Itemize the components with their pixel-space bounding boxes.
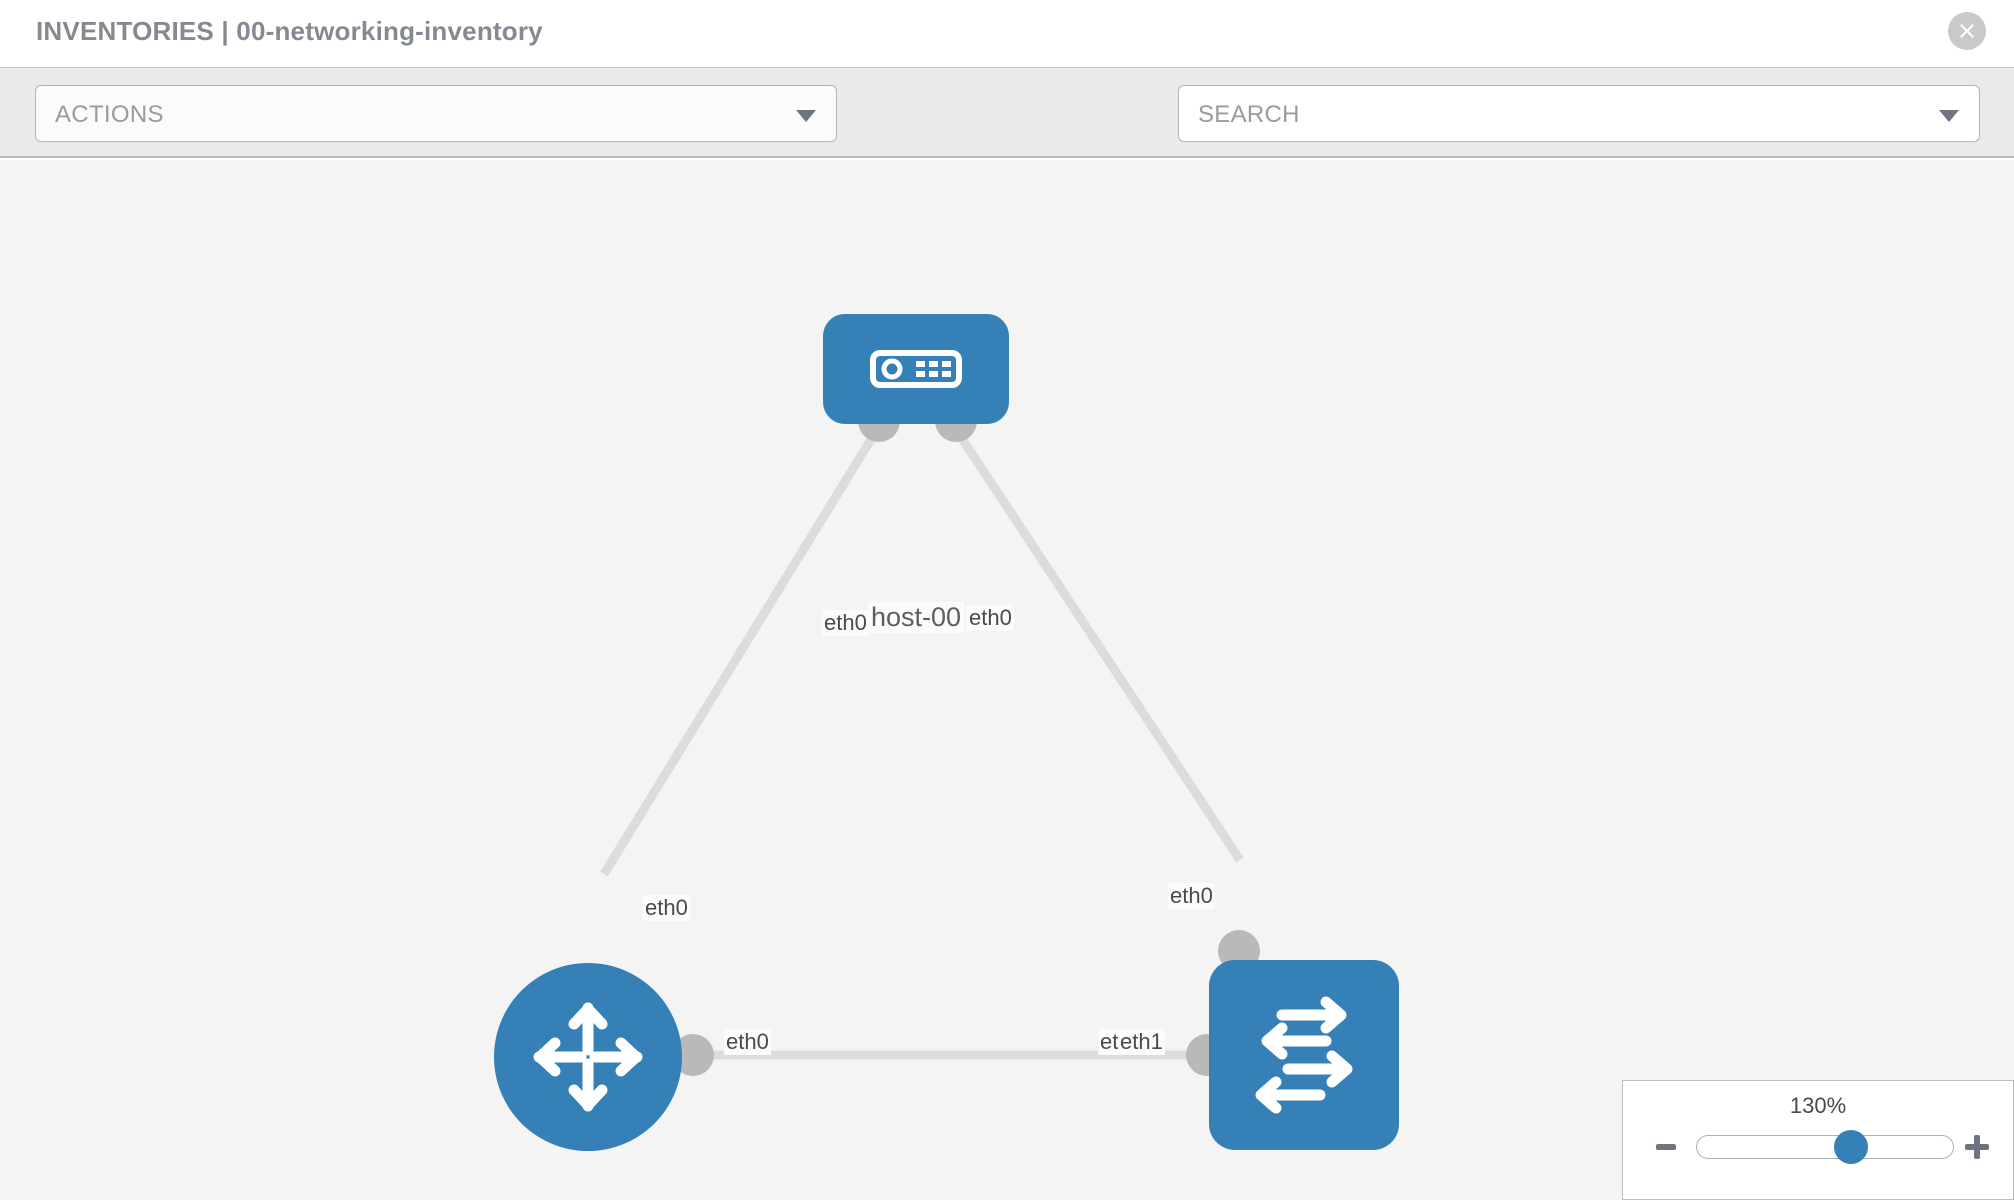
zoom-slider[interactable] [1696,1130,1954,1164]
iface-label-router00-right: eth0 [724,1029,771,1055]
page-title: INVENTORIES | 00-networking-inventory [36,16,543,46]
router-arrows-icon [533,1002,643,1112]
server-icon [870,350,962,388]
switch-arrows-icon [1255,996,1353,1114]
actions-dropdown[interactable]: ACTIONS [35,85,837,142]
topology-canvas[interactable]: host-00 router-00 [0,160,2014,1200]
zoom-out-button[interactable] [1648,1129,1684,1165]
iface-label-switch00-up: eth0 [1168,883,1215,909]
toolbar: ACTIONS SEARCH [0,68,2014,198]
zoom-control-panel: 130% [1622,1080,2014,1200]
link-host00-switch00 [951,425,1244,863]
minus-icon [1656,1144,1676,1150]
node-router-00[interactable]: router-00 [494,963,682,1151]
chevron-down-icon[interactable] [1939,110,1959,122]
link-host00-router00 [600,425,882,877]
zoom-in-button[interactable] [1959,1129,1995,1165]
iface-label-router00-up: eth0 [643,895,690,921]
node-host-00-shape[interactable] [823,314,1009,424]
topology-links [600,425,1244,1060]
zoom-level-value: 130% [1789,1093,1847,1118]
close-icon[interactable] [1948,12,1986,50]
node-host-00-label: host-00 [867,602,965,633]
node-host-00[interactable]: host-00 [823,314,1009,633]
iface-label-host00-left: eth0 [822,610,869,636]
iface-label-switch00-left: eth1 [1118,1029,1165,1055]
page-header: INVENTORIES | 00-networking-inventory [0,0,2014,68]
search-input[interactable]: SEARCH [1178,85,1980,142]
search-placeholder: SEARCH [1198,101,1300,128]
node-switch-00-shape[interactable] [1209,960,1399,1150]
actions-dropdown-label: ACTIONS [55,101,164,128]
iface-label-host00-right: eth0 [967,605,1014,631]
plus-icon [1965,1135,1989,1159]
zoom-slider-thumb[interactable] [1833,1130,1868,1164]
node-router-00-shape[interactable] [494,963,682,1151]
chevron-down-icon [796,110,816,122]
node-switch-00[interactable]: switch-00 [1209,960,1399,1150]
